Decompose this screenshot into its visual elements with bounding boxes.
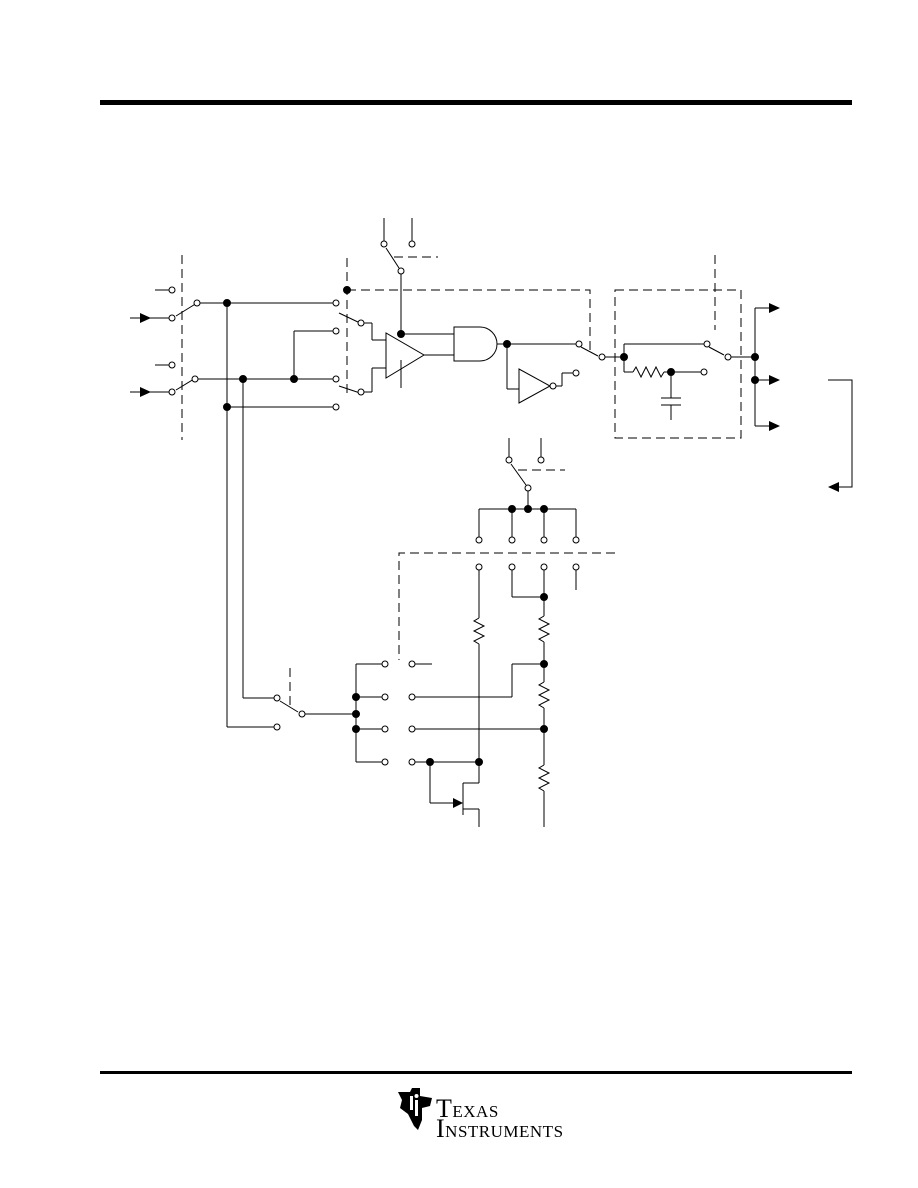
range-select-switch (475, 438, 580, 590)
gang-line-top (347, 289, 591, 350)
top-enable-switch (380, 218, 454, 338)
header-rule (100, 100, 852, 105)
input-switch-2 (130, 361, 333, 397)
and-gate (453, 326, 576, 390)
ladder-resistor-1 (537, 615, 551, 643)
lower-left-switch (227, 668, 356, 731)
input-switch-1 (130, 286, 333, 323)
filter-capacitor (661, 397, 681, 420)
gang-line-middle (398, 552, 615, 660)
output-arrows (751, 303, 780, 431)
ladder-resistor-3 (537, 764, 551, 792)
logo-word-instruments: INSTRUMENTS (436, 1114, 564, 1143)
texas-instruments-logo: TEXAS INSTRUMENTS (396, 1082, 566, 1143)
input-buses (223, 299, 333, 727)
ti-state-icon (398, 1088, 432, 1130)
filter-block (614, 289, 742, 439)
comparator-input-switches (332, 299, 386, 411)
filter-resistor (632, 365, 665, 379)
ladder-resistor-2 (537, 681, 551, 709)
feedback-return-arrow (828, 379, 853, 492)
rc-filter (620, 340, 755, 420)
logo-word-texas: TEXAS (436, 1094, 499, 1123)
resistor-ladder (472, 570, 551, 827)
ladder-resistor-4 (472, 617, 486, 645)
inverter (518, 368, 580, 404)
footer-rule (100, 1071, 852, 1074)
jfet-transistor (429, 762, 480, 827)
comparator (385, 332, 454, 388)
output-selector-switch (575, 340, 624, 361)
lower-switch-bank (352, 660, 544, 766)
